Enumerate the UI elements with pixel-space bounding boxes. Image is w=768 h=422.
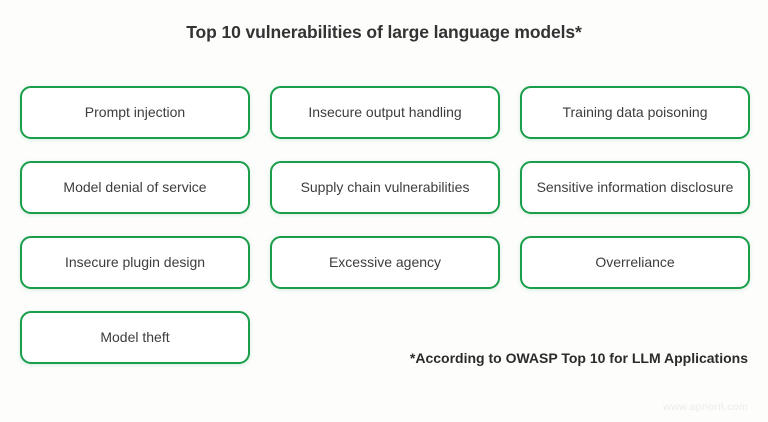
grid-cell: Sensitive information disclosure: [520, 161, 750, 214]
vulnerability-grid: Prompt injection Insecure output handlin…: [20, 86, 750, 386]
vulnerability-label: Training data poisoning: [562, 103, 708, 120]
vulnerability-label: Supply chain vulnerabilities: [300, 178, 470, 195]
page-title: Top 10 vulnerabilities of large language…: [186, 22, 582, 42]
vulnerability-card-supply-chain-vulnerabilities[interactable]: Supply chain vulnerabilities: [270, 161, 500, 214]
vulnerability-card-insecure-plugin-design[interactable]: Insecure plugin design: [20, 236, 250, 289]
grid-cell: Overreliance: [520, 236, 750, 289]
vulnerability-card-prompt-injection[interactable]: Prompt injection: [20, 86, 250, 139]
vulnerability-card-training-data-poisoning[interactable]: Training data poisoning: [520, 86, 750, 139]
watermark: www.apriorit.com: [663, 401, 748, 413]
vulnerability-card-excessive-agency[interactable]: Excessive agency: [270, 236, 500, 289]
vulnerability-row: Insecure plugin design Excessive agency …: [20, 236, 750, 289]
vulnerability-card-model-denial-of-service[interactable]: Model denial of service: [20, 161, 250, 214]
grid-cell: Insecure plugin design: [20, 236, 250, 289]
vulnerability-label: Overreliance: [595, 253, 675, 270]
vulnerability-card-model-theft[interactable]: Model theft: [20, 311, 250, 364]
vulnerability-label: Model theft: [100, 328, 170, 345]
grid-cell: Excessive agency: [270, 236, 500, 289]
grid-cell: Prompt injection: [20, 86, 250, 139]
vulnerability-label: Excessive agency: [328, 253, 442, 270]
grid-cell: Supply chain vulnerabilities: [270, 161, 500, 214]
grid-cell: Training data poisoning: [520, 86, 750, 139]
vulnerability-card-insecure-output-handling[interactable]: Insecure output handling: [270, 86, 500, 139]
vulnerability-label: Model denial of service: [63, 178, 207, 195]
grid-cell: Model theft: [20, 311, 250, 364]
vulnerability-label: Insecure plugin design: [64, 253, 206, 270]
vulnerability-row: Model denial of service Supply chain vul…: [20, 161, 750, 214]
vulnerability-card-sensitive-information-disclosure[interactable]: Sensitive information disclosure: [520, 161, 750, 214]
vulnerability-label: Sensitive information disclosure: [536, 178, 734, 195]
source-footnote: *According to OWASP Top 10 for LLM Appli…: [409, 350, 748, 366]
vulnerability-label: Insecure output handling: [308, 103, 462, 120]
vulnerability-row: Prompt injection Insecure output handlin…: [20, 86, 750, 139]
vulnerability-label: Prompt injection: [84, 103, 186, 120]
vulnerability-card-overreliance[interactable]: Overreliance: [520, 236, 750, 289]
vulnerability-row: Model theft: [20, 311, 748, 364]
grid-cell: Model denial of service: [20, 161, 250, 214]
grid-cell: Insecure output handling: [270, 86, 500, 139]
